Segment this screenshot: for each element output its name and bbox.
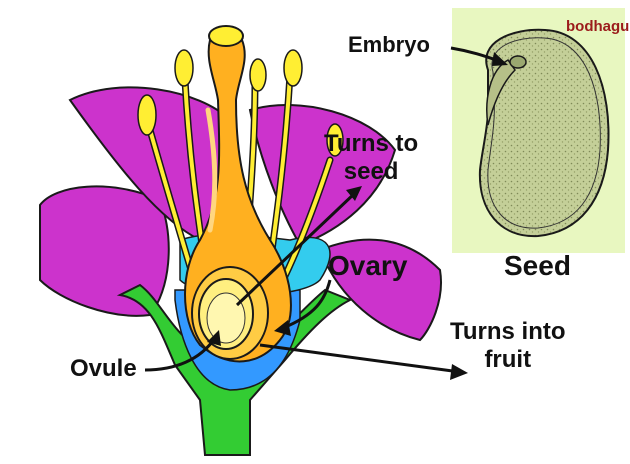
- label-ovary: Ovary: [328, 250, 407, 282]
- label-ovule: Ovule: [70, 355, 137, 383]
- logo: bodhaguru: [556, 14, 626, 48]
- label-turns-into-fruit: Turns into fruit: [450, 318, 566, 373]
- label-embryo: Embryo: [348, 32, 430, 57]
- label-turns-to-seed: Turns to seed: [324, 130, 418, 185]
- logo-text: bodhaguru: [566, 18, 630, 35]
- flower: [40, 26, 441, 455]
- stigma: [209, 26, 243, 46]
- arrow-turns-into-fruit: [260, 345, 460, 372]
- label-seed: Seed: [504, 250, 571, 282]
- seed-embryo: [510, 56, 526, 68]
